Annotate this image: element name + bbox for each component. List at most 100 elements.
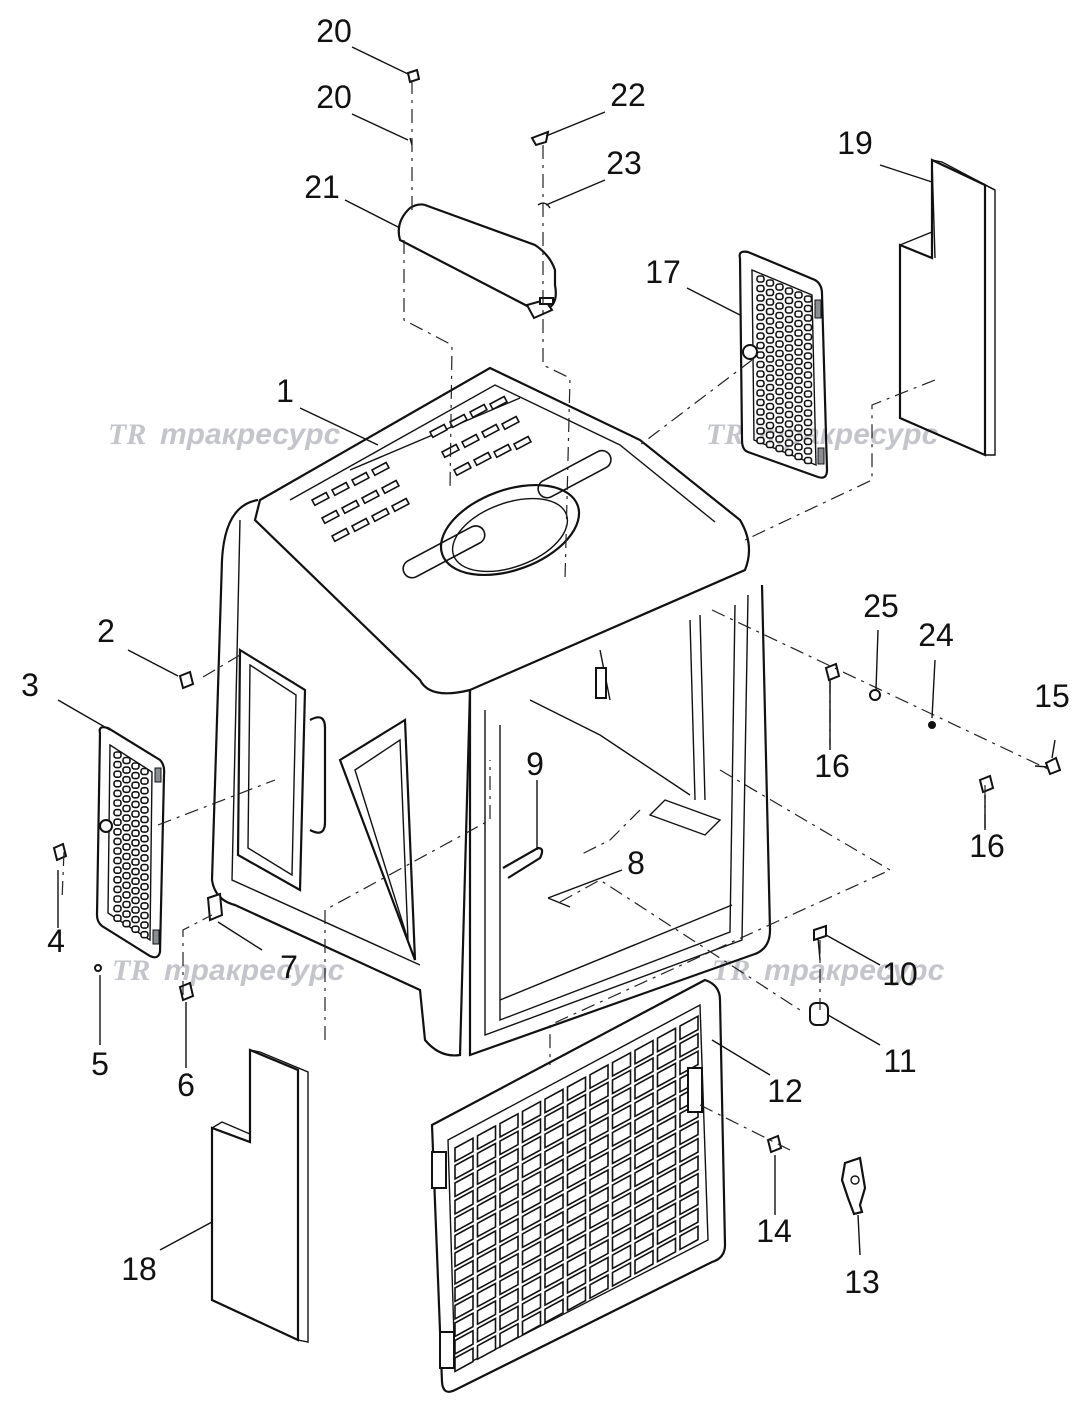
grille-hole: [784, 448, 794, 457]
grille-hole: [113, 856, 122, 865]
grille-cell: [454, 1206, 474, 1233]
grille-cell: [566, 1128, 587, 1155]
grille-hole: [122, 814, 131, 822]
watermark-bottom-left: TR тракресурс: [112, 954, 345, 987]
grille-cell: [589, 1238, 609, 1265]
grille-hole: [803, 323, 813, 332]
grille-hole: [803, 428, 813, 436]
grille-hole: [140, 882, 149, 891]
grille-cell: [679, 1137, 699, 1164]
grille-hole: [122, 785, 131, 794]
grille-cell: [499, 1234, 519, 1261]
grille-hole: [803, 314, 813, 322]
grille-cell: [454, 1259, 474, 1286]
grille-cell: [589, 1151, 609, 1178]
grille-cell: [454, 1224, 474, 1251]
grille-hole: [794, 348, 803, 356]
grille-hole: [131, 906, 140, 914]
grille-cell: [454, 1189, 474, 1216]
grille-hole: [784, 410, 794, 419]
grille-hole: [775, 340, 784, 348]
grille-hole: [765, 298, 775, 306]
grille-cell: [679, 1032, 699, 1059]
grille-hole: [784, 296, 794, 305]
grille-hole: [794, 414, 803, 423]
grille-hole: [765, 288, 775, 297]
foam-panel-18: [210, 1048, 309, 1343]
grille-cell: [476, 1229, 497, 1256]
callout-14: 14: [756, 1213, 792, 1249]
callout-21: 21: [304, 169, 340, 205]
grille-cell: [656, 1237, 677, 1263]
grille-cell: [589, 1081, 609, 1108]
grille-cell: [611, 1086, 632, 1113]
grille-cell: [499, 1164, 519, 1191]
watermark-bottom-right: TR тракресурс: [712, 954, 945, 987]
grille-cell: [521, 1222, 542, 1249]
grille-hole: [140, 815, 149, 824]
grille-cell: [521, 1135, 542, 1162]
grille-hole: [803, 447, 813, 455]
grille-hole: [775, 311, 784, 320]
grille-hole: [122, 881, 131, 890]
grille-hole: [140, 844, 149, 853]
grille-hole: [131, 790, 140, 799]
grille-hole: [140, 892, 149, 901]
grille-hole: [122, 871, 131, 880]
grille-hole: [775, 397, 784, 405]
grille-hole: [140, 786, 149, 795]
grille-hole: [131, 781, 140, 790]
grille-hole: [122, 843, 131, 851]
grille-cell: [611, 1243, 632, 1270]
grille-cell: [544, 1175, 564, 1202]
grille-hole: [756, 417, 765, 426]
grille-cell: [589, 1133, 609, 1160]
leader-lines: [57, 46, 1056, 1256]
grille-hole: [113, 770, 122, 779]
grille-hole: [775, 283, 784, 291]
grille-cell: [656, 1184, 677, 1211]
grille-cell: [634, 1179, 654, 1206]
grille-hole: [131, 896, 140, 905]
grille-hole: [784, 429, 794, 438]
watermark-logo: TR: [112, 954, 150, 987]
grille-hole: [140, 796, 149, 805]
grille-hole: [113, 875, 122, 884]
grille-hole: [765, 279, 775, 287]
grille-cell: [566, 1215, 587, 1242]
grille-cell: [634, 1249, 654, 1276]
grille-hole: [794, 424, 803, 432]
grille-hole: [794, 357, 803, 366]
grille-cell: [566, 1145, 587, 1172]
grille-hole: [794, 433, 803, 442]
grille-cell: [656, 1044, 677, 1071]
grille-hole: [784, 306, 794, 314]
grille-cell: [679, 1207, 699, 1234]
callout-3: 3: [21, 667, 39, 703]
grille-cell: [544, 1210, 564, 1237]
grille-cell: [656, 1219, 677, 1246]
grille-cell: [589, 1256, 609, 1283]
grille-hole: [122, 823, 131, 832]
grille-cell: [499, 1287, 519, 1314]
grille-hole: [775, 444, 784, 453]
grille-hole: [765, 374, 775, 382]
grille-hole: [756, 303, 765, 312]
grille-hole: [131, 771, 140, 780]
callout-labels: 1 2 3 4 5 6 7 8 9 10 11 12 13 14 15 16 1…: [21, 13, 1070, 1300]
grille-cell: [521, 1310, 542, 1337]
roof-vents-right: [428, 395, 533, 477]
grille-hole: [765, 393, 775, 401]
callout-22: 22: [610, 77, 646, 113]
grille-hole: [784, 382, 794, 390]
grille-cell: [476, 1194, 497, 1221]
callout-13: 13: [844, 1264, 880, 1300]
grille-hole: [113, 885, 122, 894]
grille-hole: [140, 767, 149, 776]
grille-cell: [521, 1117, 542, 1144]
grille-hole: [794, 443, 803, 451]
grille-hole: [756, 398, 765, 407]
grille-hole: [784, 344, 794, 352]
grille-hole: [775, 435, 784, 443]
